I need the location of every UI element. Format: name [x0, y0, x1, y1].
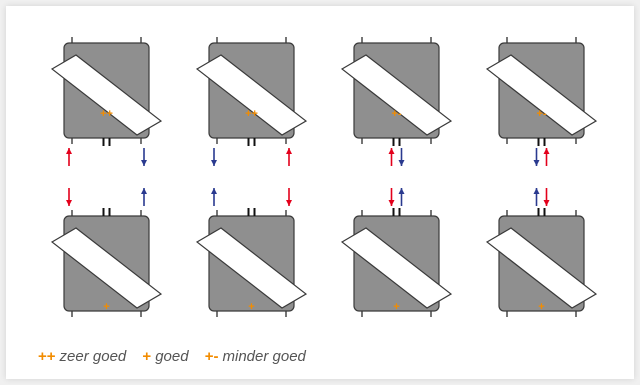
blue-arrow-icon — [141, 188, 147, 206]
red-arrow-icon — [543, 148, 550, 166]
heat-exchanger-unit: + — [340, 188, 453, 317]
legend-label: goed — [155, 348, 189, 365]
red-arrow-icon — [543, 188, 550, 206]
diagonal-band — [485, 54, 598, 136]
diagonal-band — [50, 54, 163, 136]
blue-arrow-icon — [533, 188, 540, 206]
legend-symbol: + — [142, 348, 152, 365]
legend-label: minder goed — [222, 348, 306, 365]
heat-exchanger-unit: +- — [340, 37, 453, 166]
blue-arrow-icon — [398, 188, 405, 206]
rating-label: + — [103, 301, 109, 313]
legend-item-zeer-goed: ++zeer goed — [38, 348, 130, 365]
heat-exchanger-diagram: +++++-+-++++ — [50, 37, 598, 317]
rating-label: + — [538, 301, 544, 313]
red-arrow-icon — [388, 188, 395, 206]
heat-exchanger-unit: ++ — [195, 37, 308, 166]
heat-exchanger-unit: +- — [485, 37, 598, 166]
legend: ++zeer goed +goed +-minder goed — [38, 348, 318, 365]
diagram-canvas: +++++-+-++++ ++zeer goed +goed +-minder … — [6, 6, 634, 379]
legend-item-minder-goed: +-minder goed — [205, 348, 306, 365]
red-arrow-icon — [286, 148, 292, 166]
rating-label: +- — [391, 108, 401, 120]
blue-arrow-icon — [398, 148, 405, 166]
diagonal-band — [195, 54, 308, 136]
diagonal-band — [50, 227, 163, 309]
rating-label: +- — [536, 108, 546, 120]
legend-label: zeer goed — [59, 348, 127, 365]
heat-exchanger-unit: + — [50, 188, 163, 317]
red-arrow-icon — [286, 188, 292, 206]
diagonal-band — [195, 227, 308, 309]
legend-symbol: +- — [204, 348, 219, 365]
heat-exchanger-unit: + — [195, 188, 308, 317]
legend-symbol: ++ — [38, 348, 56, 365]
blue-arrow-icon — [211, 148, 217, 166]
blue-arrow-icon — [141, 148, 147, 166]
heat-exchanger-unit: + — [485, 188, 598, 317]
blue-arrow-icon — [211, 188, 217, 206]
red-arrow-icon — [66, 188, 72, 206]
red-arrow-icon — [66, 148, 72, 166]
rating-label: + — [248, 301, 254, 313]
heat-exchanger-unit: ++ — [50, 37, 163, 166]
blue-arrow-icon — [533, 148, 540, 166]
rating-label: ++ — [245, 108, 258, 120]
diagonal-band — [485, 227, 598, 309]
rating-label: + — [393, 301, 399, 313]
legend-item-goed: +goed — [142, 348, 192, 365]
diagonal-band — [340, 227, 453, 309]
rating-label: ++ — [100, 108, 113, 120]
diagonal-band — [340, 54, 453, 136]
red-arrow-icon — [388, 148, 395, 166]
